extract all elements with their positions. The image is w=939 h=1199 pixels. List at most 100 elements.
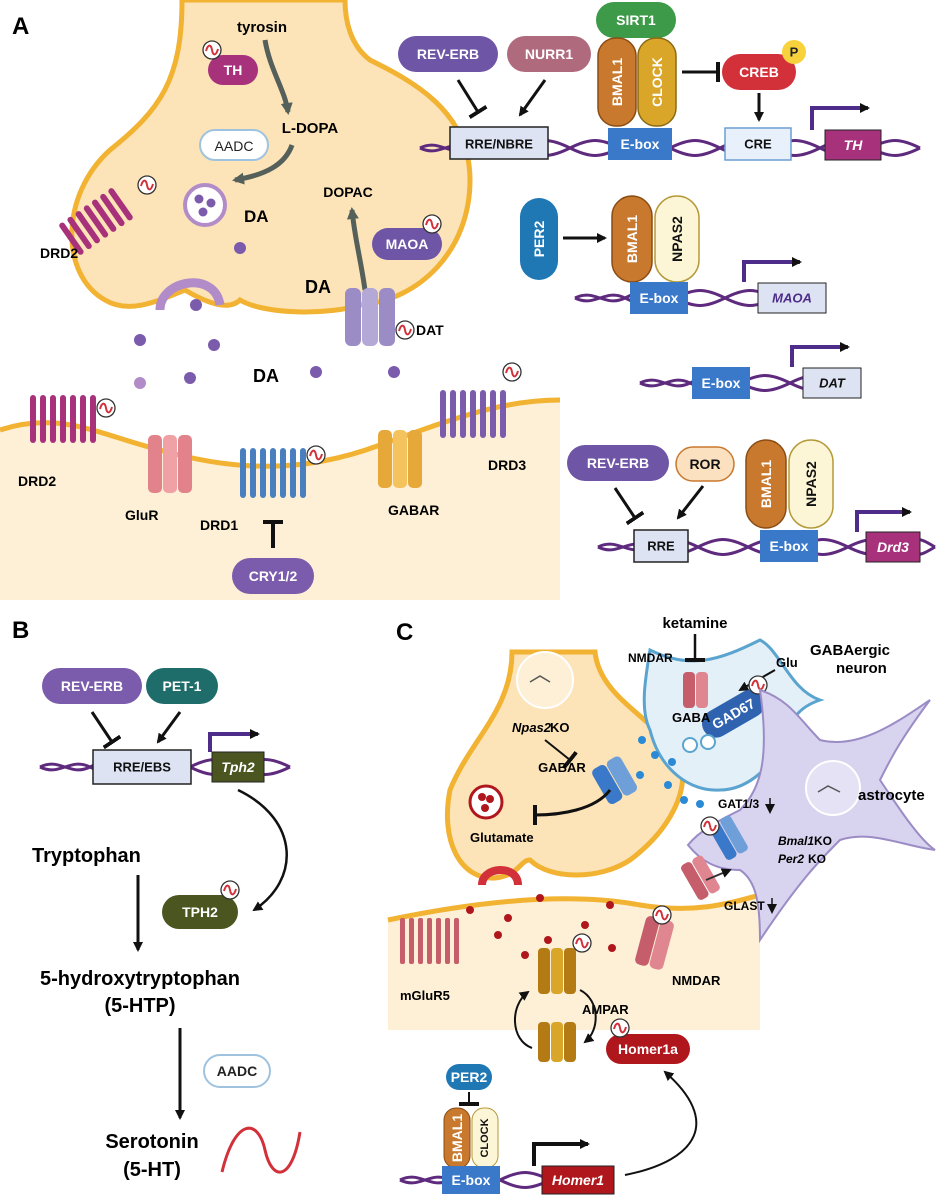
svg-text:BMAL1: BMAL1: [624, 215, 640, 263]
ebox-box-4: E-box: [760, 530, 818, 562]
per2ko-label-b: KO: [808, 852, 826, 866]
svg-text:P: P: [790, 45, 799, 60]
ampar-channel-bottom: [538, 1022, 576, 1062]
arrow-tyrosin-ldopa: [262, 39, 293, 115]
glutamate-vesicle: [468, 784, 504, 820]
tph2-enzyme: TPH2: [162, 880, 240, 929]
arrow-homer1-expression: [624, 1070, 698, 1176]
glutamate-molecules: [466, 894, 616, 959]
panel-label-c: C: [396, 619, 413, 646]
astrocyte-label: astrocyte: [858, 787, 925, 804]
dat-transporter: [345, 288, 415, 346]
th-gene-box: TH: [824, 129, 882, 161]
svg-text:BMAL1: BMAL1: [449, 1114, 465, 1162]
rre-nbre-box: RRE/NBRE: [449, 126, 549, 160]
th-label: TH: [224, 62, 243, 78]
svg-text:AADC: AADC: [217, 1063, 257, 1079]
arrow-da-dopac: [346, 207, 368, 291]
glutamate-uptake: [705, 868, 732, 881]
nmdar-channel-bottom: [635, 905, 674, 970]
nmdar-top-label: NMDAR: [628, 651, 673, 665]
tss-arrow-dat: [790, 342, 850, 367]
synaptic-da-molecules: [134, 334, 400, 389]
gaba-label: GABA: [672, 710, 711, 725]
circadian-rhythm-icon: [220, 1126, 302, 1174]
bmal1-clock-dimer-c: BMAL1 CLOCK: [443, 1107, 499, 1169]
gabaergic-label-2: neuron: [836, 660, 887, 677]
reverb-protein-a2: REV-ERB: [567, 445, 669, 481]
th-enzyme: TH: [202, 40, 258, 85]
svg-text:MAOA: MAOA: [386, 236, 429, 252]
panel-label-a: A: [12, 13, 29, 40]
gabaergic-label-1: GABAergic: [810, 642, 890, 659]
bmal1-clock-dimer-a: BMAL1 CLOCK: [597, 37, 677, 127]
drd2-receptor-top: [59, 188, 133, 255]
svg-text:Homer1a: Homer1a: [618, 1041, 678, 1057]
nucleus-mark: [817, 785, 841, 793]
npas2ko-label-a: Npas2: [512, 720, 552, 735]
svg-text:RRE/NBRE: RRE/NBRE: [465, 137, 533, 152]
svg-text:CLOCK: CLOCK: [479, 1118, 491, 1157]
svg-text:REV-ERB: REV-ERB: [417, 46, 479, 62]
glast-transporter: [681, 855, 720, 900]
svg-text:ROR: ROR: [689, 456, 720, 472]
mglur5-label: mGluR5: [400, 988, 450, 1003]
homer1a-protein: Homer1a: [606, 1018, 690, 1064]
da-molecule: [234, 242, 246, 254]
drd1-receptor: [240, 445, 326, 498]
bmal1ko-label-b: KO: [814, 834, 832, 848]
circadian-icon: [395, 320, 415, 340]
dopac-label: DOPAC: [323, 184, 373, 200]
arrow-ldopa-da: [232, 144, 295, 185]
svg-text:MAOA: MAOA: [772, 291, 812, 306]
per2ko-label-a: Per2: [778, 852, 804, 866]
svg-text:TH: TH: [844, 137, 864, 153]
circadian-icon: [700, 816, 720, 836]
gaba-molecules: [636, 736, 704, 808]
da-vesicle: [183, 183, 227, 227]
drd3-gene-box: Drd3: [865, 531, 921, 563]
gabar-label: GABAR: [388, 502, 439, 518]
maoa-gene-box: MAOA: [757, 282, 827, 314]
ampar-internalization: [579, 989, 597, 1044]
svg-text:CRY1/2: CRY1/2: [249, 568, 298, 584]
drd3-label: DRD3: [488, 457, 526, 473]
tss-arrow-drd3: [855, 507, 912, 532]
svg-text:NPAS2: NPAS2: [803, 461, 819, 507]
nucleus: [516, 651, 574, 709]
creb-protein: CREB P: [722, 40, 806, 90]
release-site: [155, 278, 225, 311]
svg-text:PET-1: PET-1: [163, 678, 202, 694]
glur-channel: [148, 435, 192, 493]
svg-text:SIRT1: SIRT1: [616, 12, 656, 28]
tss-arrow-maoa: [742, 257, 802, 282]
dat-label: DAT: [416, 322, 444, 338]
glu-label: Glu: [776, 655, 798, 670]
circadian-icon: [422, 214, 442, 234]
glast-label: GLAST: [724, 899, 765, 913]
bmal1-npas2-dimer-c: BMAL1 NPAS2: [745, 439, 834, 529]
inhibit-reverb-rre2: [613, 487, 645, 526]
ldopa-label: L-DOPA: [282, 120, 339, 137]
svg-text:E-box: E-box: [702, 375, 741, 391]
inhibit-gabar-glutamate: [532, 789, 612, 826]
ampar-channel-top: [538, 933, 592, 994]
svg-text:NURR1: NURR1: [525, 46, 573, 62]
svg-text:E-box: E-box: [452, 1172, 491, 1188]
ampar-label: AMPAR: [582, 1002, 629, 1017]
da-molecule: [190, 299, 202, 311]
inhibit-reverb-rre: [456, 79, 488, 119]
svg-text:CREB: CREB: [739, 64, 779, 80]
per2-protein-c: PER2: [446, 1064, 492, 1090]
ampar-insertion: [514, 990, 533, 1049]
ketamine-label: ketamine: [662, 615, 727, 632]
glutamate-release-site: [478, 866, 522, 886]
tryptophan-label: Tryptophan: [32, 845, 141, 867]
svg-text:CRE: CRE: [744, 137, 772, 152]
ebox-box-3: E-box: [692, 367, 750, 399]
da-vesicle-label: DA: [244, 207, 269, 226]
svg-text:CLOCK: CLOCK: [649, 57, 665, 107]
gaba-vesicles: [682, 734, 716, 753]
gabar-channel: [378, 430, 422, 488]
dat-gene-box: DAT: [802, 367, 862, 399]
